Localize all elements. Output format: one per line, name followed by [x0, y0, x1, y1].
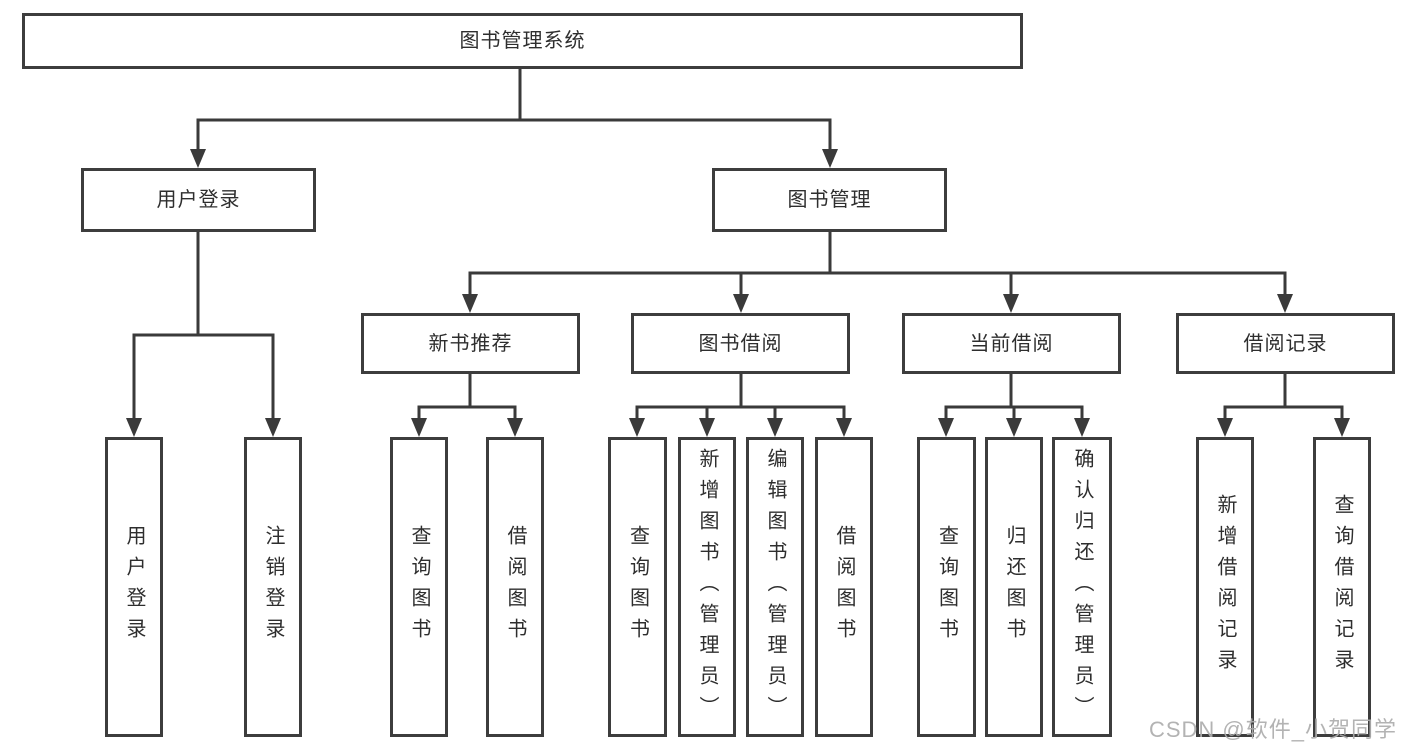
node-label: 确认归还（管理员）: [1071, 447, 1093, 727]
node-new-book-recommend: 新书推荐: [361, 313, 580, 374]
node-label: 新增借阅记录: [1214, 494, 1236, 680]
leaf-borrow-books-recommend: 借阅图书: [486, 437, 544, 737]
node-label: 编辑图书（管理员）: [764, 447, 786, 727]
node-user-login: 用户登录: [81, 168, 316, 232]
leaf-query-books-borrow: 查询图书: [608, 437, 667, 737]
leaf-query-books-recommend: 查询图书: [390, 437, 448, 737]
node-label: 用户登录: [156, 189, 241, 211]
node-label: 查询借阅记录: [1331, 494, 1353, 680]
node-label: 借阅图书: [504, 525, 526, 649]
node-book-management: 图书管理: [712, 168, 947, 232]
leaf-add-borrow-record: 新增借阅记录: [1196, 437, 1254, 737]
leaf-edit-books-admin: 编辑图书（管理员）: [746, 437, 804, 737]
node-library-system: 图书管理系统: [22, 13, 1023, 69]
node-label: 查询图书: [626, 525, 649, 649]
node-label: 图书管理: [787, 189, 872, 211]
node-label: 查询图书: [935, 525, 958, 649]
leaf-user-login: 用户登录: [105, 437, 163, 737]
node-label: 借阅图书: [833, 525, 855, 649]
node-book-borrowing: 图书借阅: [631, 313, 850, 374]
leaf-query-borrow-record: 查询借阅记录: [1313, 437, 1371, 737]
node-label: 新书推荐: [428, 332, 513, 355]
leaf-borrow-books: 借阅图书: [815, 437, 873, 737]
node-current-borrowing: 当前借阅: [902, 313, 1121, 374]
leaf-confirm-return-admin: 确认归还（管理员）: [1052, 437, 1112, 737]
node-label: 注销登录: [262, 525, 284, 649]
leaf-return-books: 归还图书: [985, 437, 1043, 737]
node-label: 新增图书（管理员）: [696, 447, 718, 727]
node-label: 归还图书: [1003, 525, 1025, 649]
watermark: CSDN @软件_小贺同学: [1148, 717, 1397, 742]
leaf-query-books-current: 查询图书: [917, 437, 976, 737]
node-borrowing-records: 借阅记录: [1176, 313, 1395, 374]
node-label: 图书借阅: [698, 332, 783, 355]
node-label: 当前借阅: [969, 332, 1054, 355]
node-label: 查询图书: [408, 525, 430, 649]
node-label: 图书管理系统: [459, 30, 586, 52]
node-label: 借阅记录: [1243, 332, 1328, 355]
leaf-logout-login: 注销登录: [244, 437, 302, 737]
node-label: 用户登录: [123, 525, 145, 649]
leaf-add-books-admin: 新增图书（管理员）: [678, 437, 736, 737]
